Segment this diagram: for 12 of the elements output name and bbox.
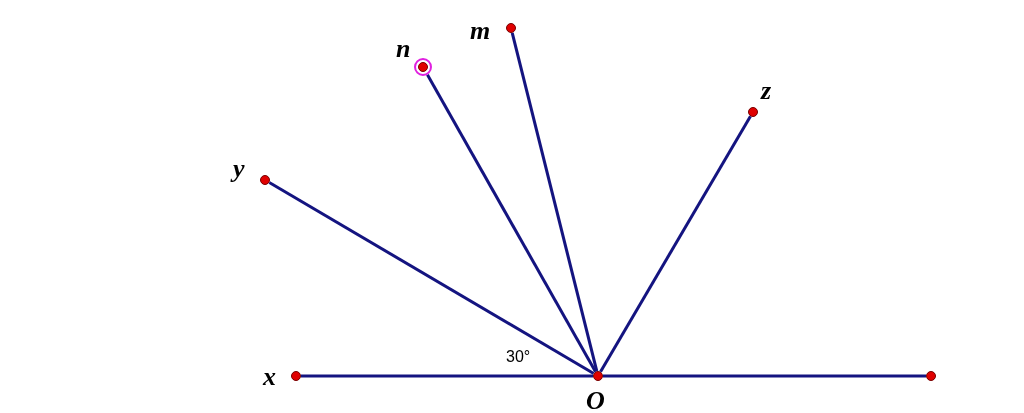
- ray-segment: [301, 374, 593, 378]
- ray-segment: [599, 115, 752, 373]
- ray-segment: [426, 74, 597, 373]
- point-label: n: [396, 36, 411, 62]
- point-label: x: [263, 364, 276, 390]
- point-label: z: [761, 78, 772, 104]
- angle-label: 30°: [506, 348, 531, 366]
- point-label: O: [586, 388, 605, 413]
- ray-segment: [268, 181, 595, 375]
- point-label: m: [470, 18, 491, 44]
- ray-segment: [510, 32, 599, 372]
- ray-segment: [603, 374, 926, 378]
